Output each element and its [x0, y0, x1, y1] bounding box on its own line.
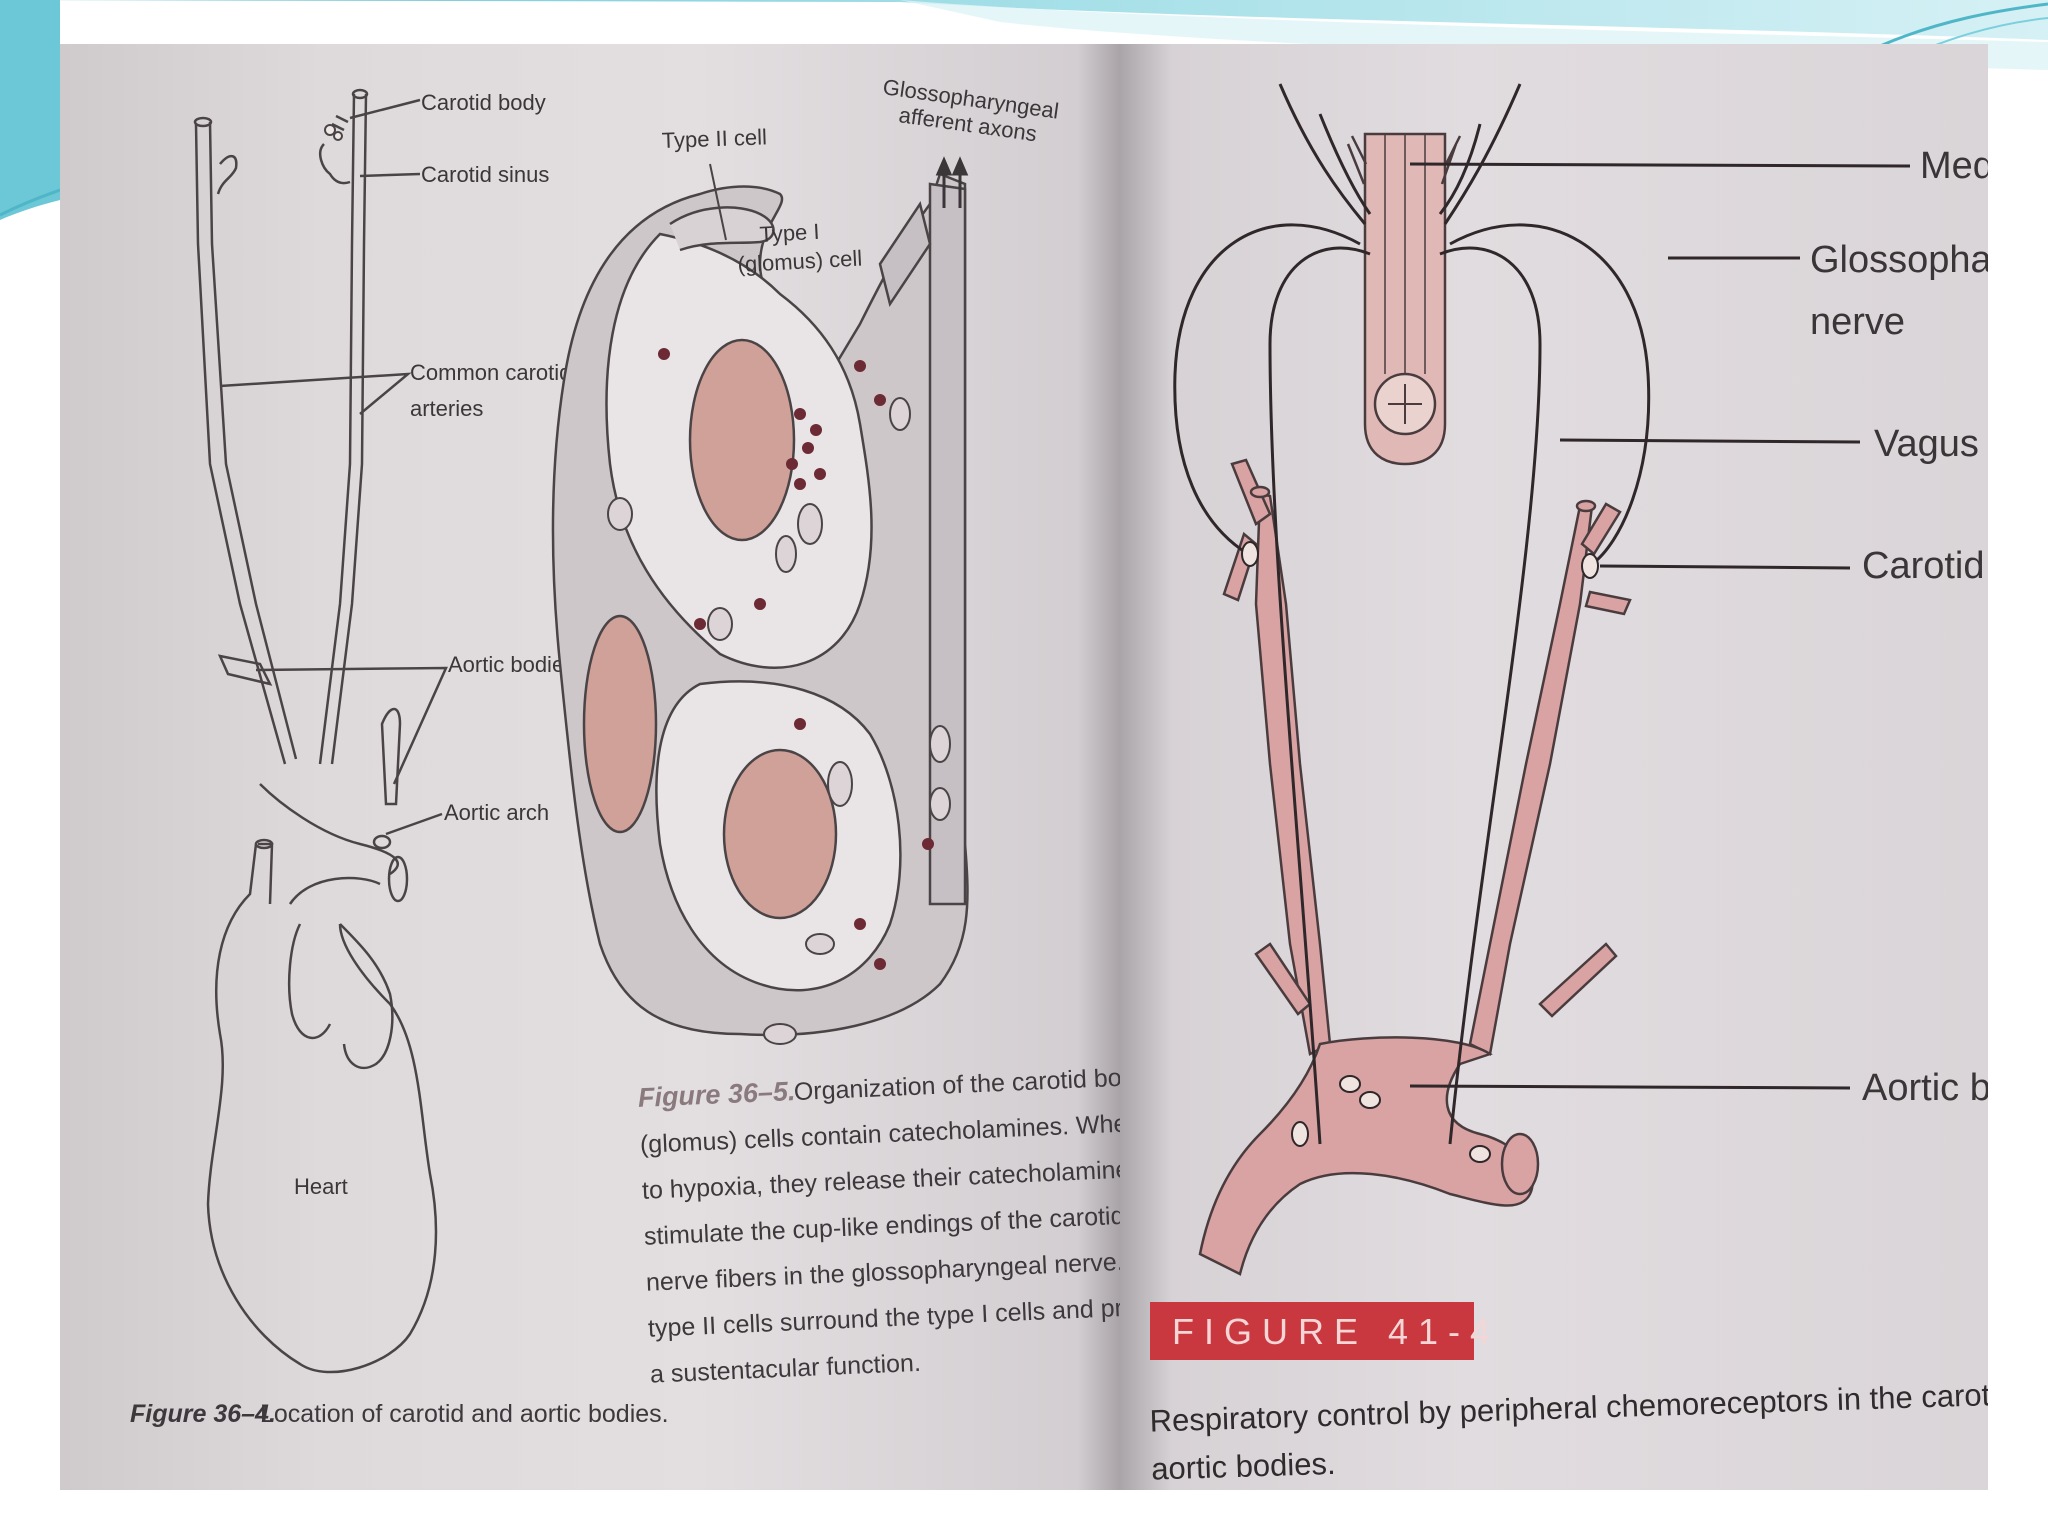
label-medulla: Medulla	[1920, 145, 1988, 187]
figure-36-5-number: Figure 36–5.	[637, 1076, 796, 1113]
figure-41-4-badge	[1150, 1302, 1474, 1360]
figure-41-4-badge-text: FIGURE 41-4	[1172, 1311, 1500, 1352]
left-page: Carotid body Carotid sinus Common caroti…	[60, 44, 1265, 1490]
label-carotid-body-left: Carotid body	[421, 90, 546, 115]
nerves	[1173, 83, 1651, 1145]
figure-36-4-drawing	[193, 88, 448, 1374]
label-glosso-nerve-2: nerve	[1810, 301, 1905, 343]
leader-lines	[1409, 162, 1911, 1090]
figure-36-5-caption: Figure 36–5. Organization of the carotid…	[637, 1059, 1265, 1389]
caption-41-line-1: Respiratory control by peripheral chemor…	[1149, 1375, 1988, 1439]
caption-41-line-2: aortic bodies.	[1151, 1446, 1336, 1487]
label-carotid-sinus: Carotid sinus	[421, 162, 549, 187]
caption-line-7: a sustentacular function.	[649, 1349, 921, 1389]
figure-36-4-caption: Location of carotid and aortic bodies.	[260, 1400, 669, 1428]
label-glosso-nerve-1: Glossopharyngeal	[1810, 239, 1988, 281]
label-aortic-bodies-right: Aortic bodies	[1862, 1067, 1988, 1109]
slide-swoosh-left	[0, 188, 61, 217]
label-type-i-1: Type I	[759, 219, 820, 247]
figure-41-4-caption: Respiratory control by peripheral chemor…	[1149, 1375, 1988, 1487]
caption-line-6: type II cells surround the type I cells …	[647, 1288, 1120, 1343]
caption-line-5: nerve fibers in the glossopharyngeal ner…	[645, 1242, 1120, 1297]
label-aortic-bodies-left: Aortic bodies	[448, 652, 575, 677]
slide-left-corner	[0, 0, 60, 220]
label-type-ii-cell: Type II cell	[661, 124, 767, 153]
vessels	[1198, 458, 1632, 1276]
slide-swoosh-right	[1879, 2, 2048, 48]
caption-line-2: (glomus) cells contain catecholamines. W…	[639, 1105, 1120, 1159]
caption-line-1: Organization of the carotid body. Type I	[793, 1059, 1120, 1106]
caption-line-4: stimulate the cup-like endings of the ca…	[643, 1199, 1120, 1251]
dense-core-granules	[658, 348, 934, 970]
label-aortic-arch: Aortic arch	[444, 800, 549, 825]
figure-36-4-number: Figure 36–4.	[130, 1400, 276, 1428]
chemoreceptor-bodies	[1241, 541, 1599, 1163]
leader-type2	[709, 163, 727, 241]
label-common-carotid-2: arteries	[410, 396, 483, 421]
figure-41-4-drawing: Medulla Glossopharyngeal nerve Vagus ner…	[1149, 83, 1988, 1487]
caption-line-3: to hypoxia, they release their catechola…	[641, 1152, 1120, 1205]
label-heart: Heart	[294, 1174, 348, 1199]
label-type-i-2: (glomus) cell	[737, 246, 863, 277]
mitochondria	[607, 397, 951, 1045]
right-page: Medulla Glossopharyngeal nerve Vagus ner…	[1120, 44, 1988, 1490]
afferent-arrows	[935, 156, 969, 208]
carotid-body-dots	[324, 124, 343, 141]
textbook-photo: Carotid body Carotid sinus Common caroti…	[60, 44, 1988, 1490]
left-page-figures: Carotid body Carotid sinus Common caroti…	[130, 74, 1265, 1428]
slide-top-wave	[0, 0, 2048, 40]
medulla	[1346, 132, 1462, 466]
label-vagus-nerve: Vagus nerve	[1874, 423, 1988, 465]
label-carotid-body-right: Carotid body	[1862, 545, 1988, 587]
label-common-carotid-1: Common carotid	[410, 360, 571, 385]
